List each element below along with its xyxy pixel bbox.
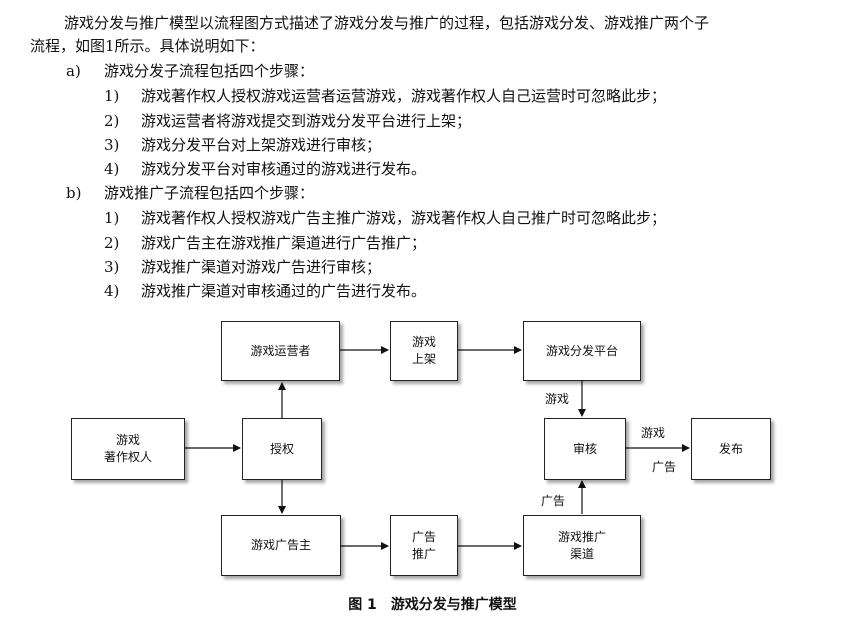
node-operator-label: 游戏运营者 (250, 343, 311, 358)
section-b-step-2-text: 游戏广告主在游戏推广渠道进行广告推广； (141, 234, 427, 252)
node-review-label: 审核 (572, 441, 597, 456)
node-promo-channel-line2: 渠道 (569, 546, 594, 561)
node-listing: 游戏 上架 (390, 321, 458, 381)
node-promo-channel: 游戏推广 渠道 (523, 515, 641, 576)
edge-label-review-publish-bottom: 广告 (652, 460, 677, 474)
intro-line-2: 流程，如图1所示。具体说明如下： (30, 37, 265, 55)
node-copyright-holder-line1: 游戏 (115, 433, 140, 447)
intro-line-1: 游戏分发与推广模型以流程图方式描述了游戏分发与推广的过程，包括游戏分发、游戏推广… (64, 14, 710, 32)
section-a-step-2-marker: 2) (104, 112, 120, 130)
node-publish-label: 发布 (718, 441, 743, 456)
figure-caption-title: 游戏分发与推广模型 (390, 597, 517, 613)
node-ad-promo-line2: 推广 (411, 546, 436, 561)
node-copyright-holder: 游戏 著作权人 (71, 418, 185, 480)
node-listing-line2: 上架 (411, 352, 436, 366)
node-dist-platform-label: 游戏分发平台 (545, 343, 618, 358)
node-review: 审核 (544, 418, 626, 480)
node-dist-platform: 游戏分发平台 (523, 321, 641, 381)
section-a-step-1-text: 游戏著作权人授权游戏运营者运营游戏，游戏著作权人自己运营时可忽略此步； (141, 87, 667, 105)
section-b-step-4-text: 游戏推广渠道对审核通过的广告进行发布。 (141, 282, 427, 300)
section-a-step-1-marker: 1) (104, 87, 120, 105)
section-a-step-4-marker: 4) (104, 160, 120, 178)
node-listing-line1: 游戏 (411, 335, 436, 349)
node-operator: 游戏运营者 (221, 321, 340, 381)
section-a-step-4-text: 游戏分发平台对审核通过的游戏进行发布。 (141, 160, 427, 178)
node-publish: 发布 (691, 418, 771, 480)
section-b-step-1-text: 游戏著作权人授权游戏广告主推广游戏，游戏著作权人自己推广时可忽略此步； (141, 209, 667, 227)
section-b-step-1-marker: 1) (104, 209, 120, 227)
section-a-title: 游戏分发子流程包括四个步骤： (104, 62, 315, 80)
node-promo-channel-line1: 游戏推广 (557, 529, 606, 544)
node-copyright-holder-line2: 著作权人 (103, 450, 152, 464)
figure-caption: 图 1 游戏分发与推广模型 (0, 594, 865, 614)
node-authorize: 授权 (242, 418, 322, 480)
node-ad-promo: 广告 推广 (390, 515, 458, 576)
node-advertiser: 游戏广告主 (221, 515, 341, 576)
node-authorize-label: 授权 (269, 441, 294, 456)
node-advertiser-label: 游戏广告主 (250, 538, 311, 552)
section-b-title: 游戏推广子流程包括四个步骤： (104, 184, 315, 202)
section-a-marker: a) (66, 62, 81, 80)
section-b-step-4-marker: 4) (104, 282, 120, 300)
section-b-step-2-marker: 2) (104, 234, 120, 252)
document-text: 游戏分发与推广模型以流程图方式描述了游戏分发与推广的过程，包括游戏分发、游戏推广… (0, 0, 865, 300)
edge-label-platform-review: 游戏 (545, 392, 570, 406)
edge-label-channel-review: 广告 (541, 494, 566, 508)
section-b-step-3-text: 游戏推广渠道对游戏广告进行审核； (141, 258, 382, 276)
edge-label-review-publish-top: 游戏 (641, 426, 666, 440)
node-ad-promo-line1: 广告 (411, 529, 436, 544)
section-a-step-3-marker: 3) (104, 136, 120, 154)
section-b-step-3-marker: 3) (104, 258, 120, 276)
section-b-marker: b) (66, 184, 82, 202)
section-a-step-3-text: 游戏分发平台对上架游戏进行审核； (141, 136, 382, 154)
figure-caption-number: 图 1 (348, 597, 377, 613)
section-a-step-2-text: 游戏运营者将游戏提交到游戏分发平台进行上架； (141, 112, 472, 130)
